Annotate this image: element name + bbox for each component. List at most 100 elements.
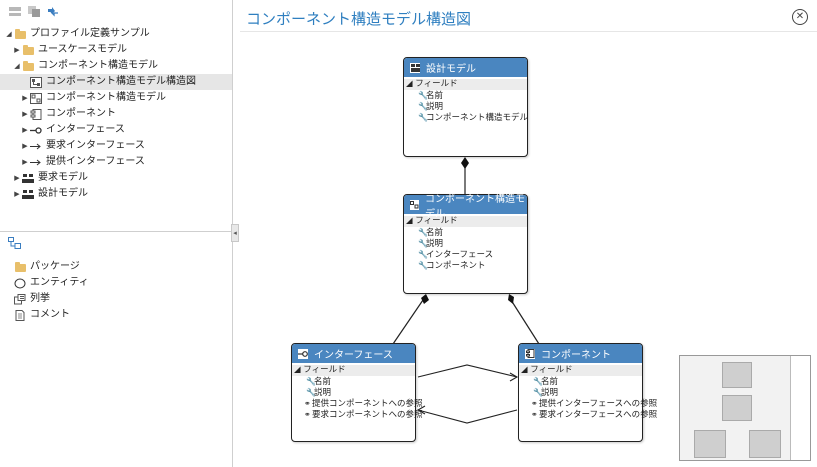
reference-connector[interactable] (417, 364, 518, 378)
minimap-node (722, 362, 752, 388)
tree-item-component[interactable]: ▶ コンポーネント (0, 106, 232, 122)
field-row[interactable]: 🔧インターフェース (404, 249, 527, 260)
class-design-model[interactable]: 設計モデル ◢ フィールド 🔧名前 🔧説明 🔧コンポーネント構造モデル (403, 57, 528, 157)
page-title: コンポーネント構造モデル構造図 (246, 10, 472, 28)
composition-diamond-icon (421, 294, 429, 304)
field-section[interactable]: ◢ フィールド (404, 79, 527, 90)
interface-icon (30, 125, 42, 136)
tree-item-provided-interface[interactable]: ▶ 提供インターフェース (0, 154, 232, 170)
comment-icon (14, 309, 26, 321)
composition-connector[interactable] (510, 299, 540, 345)
chevron-right-icon[interactable]: ▶ (14, 190, 20, 198)
class-component[interactable]: コンポーネント ◢ フィールド 🔧名前 🔧説明 ⚭提供インターフェースへの参照 … (518, 343, 657, 442)
folder-icon (22, 45, 34, 56)
wrench-icon: 🔧 (418, 250, 428, 259)
tree-item-root[interactable]: ◢ プロファイル定義サンプル (0, 26, 232, 42)
connector-layer (392, 157, 540, 424)
field-row[interactable]: 🔧説明 (404, 238, 527, 249)
field-row[interactable]: ⚭提供インターフェースへの参照 (519, 398, 657, 409)
palette-item-package[interactable]: パッケージ (14, 259, 89, 275)
class-interface[interactable]: インターフェース ◢ フィールド 🔧名前 🔧説明 ⚭提供コンポーネントへの参照 … (291, 343, 423, 442)
field-section[interactable]: ◢ フィールド (292, 365, 415, 376)
arrowhead-icon (509, 372, 519, 382)
field-label: 説明 (314, 388, 332, 398)
tree-item-label: ユースケースモデル (38, 44, 127, 55)
class-name: インターフェース (314, 350, 393, 361)
tree-item-interface[interactable]: ▶ インターフェース (0, 122, 232, 138)
folder-icon (22, 61, 34, 72)
field-row[interactable]: ⚭提供コンポーネントへの参照 (292, 398, 423, 409)
field-row[interactable]: 🔧コンポーネント構造モデル (404, 112, 528, 123)
wrench-icon: 🔧 (533, 377, 543, 386)
field-row[interactable]: 🔧名前 (404, 90, 527, 101)
class-header[interactable]: 設計モデル (404, 58, 527, 77)
chevron-right-icon[interactable]: ▶ (22, 142, 28, 150)
reference-connector[interactable] (417, 409, 518, 424)
composition-connector[interactable] (392, 299, 424, 345)
field-row[interactable]: 🔧名前 (519, 376, 642, 387)
diagram-canvas[interactable]: 設計モデル ◢ フィールド 🔧名前 🔧説明 🔧コンポーネント構造モデル コンポー… (233, 0, 817, 467)
palette-icon[interactable] (8, 237, 21, 252)
class-header[interactable]: インターフェース (292, 344, 415, 363)
field-row[interactable]: 🔧コンポーネント (404, 260, 527, 271)
field-row[interactable]: 🔧名前 (292, 376, 415, 387)
close-icon[interactable]: ✕ (792, 9, 808, 25)
chevron-right-icon[interactable]: ▶ (22, 94, 28, 102)
chevron-right-icon[interactable]: ▶ (22, 126, 28, 134)
chevron-right-icon[interactable]: ▶ (14, 46, 20, 54)
arrow-right-icon (30, 141, 42, 152)
wrench-icon: 🔧 (418, 228, 428, 237)
folder-icon (14, 262, 26, 273)
class-component-structure-model[interactable]: コンポーネント構造モデル ◢ フィールド 🔧名前 🔧説明 🔧インターフェース 🔧… (403, 194, 528, 294)
wrench-icon: 🔧 (306, 388, 316, 397)
wrench-icon: 🔧 (306, 377, 316, 386)
field-section[interactable]: ◢ フィールド (519, 365, 642, 376)
panel-divider[interactable] (0, 231, 232, 232)
class-header[interactable]: コンポーネント (519, 344, 642, 363)
palette-item-entity[interactable]: エンティティ (14, 275, 89, 291)
tree-item-component-structure-model[interactable]: ▶ コンポーネント構造モデル (0, 90, 232, 106)
field-row[interactable]: 🔧名前 (404, 227, 527, 238)
panel-collapse-handle[interactable]: ◂ (231, 224, 239, 242)
field-row[interactable]: ⚭要求コンポーネントへの参照 (292, 409, 423, 420)
collapse-all-icon[interactable] (8, 5, 21, 17)
enumeration-icon (14, 293, 26, 305)
tree-item-component-structure-model-folder[interactable]: ◢ コンポーネント構造モデル (0, 58, 232, 74)
field-section[interactable]: ◢ フィールド (404, 216, 527, 227)
minimap-node (722, 395, 752, 421)
palette-item-enumeration[interactable]: 列挙 (14, 291, 89, 307)
field-row[interactable]: 🔧説明 (292, 387, 415, 398)
chevron-right-icon[interactable]: ▶ (22, 158, 28, 166)
chevron-down-icon: ◢ (406, 79, 413, 89)
tree-item-requirement-model[interactable]: ▶ 要求モデル (0, 170, 232, 186)
palette-item-comment[interactable]: コメント (14, 307, 89, 323)
tree-item-design-model[interactable]: ▶ 設計モデル (0, 186, 232, 202)
copy-icon[interactable] (27, 5, 40, 17)
chevron-right-icon[interactable]: ▶ (14, 174, 20, 182)
minimap-node (694, 430, 726, 458)
field-row[interactable]: 🔧説明 (404, 101, 527, 112)
tree-item-label: プロファイル定義サンプル (30, 28, 150, 39)
chevron-down-icon[interactable]: ◢ (6, 30, 12, 38)
tree-item-usecase-model[interactable]: ▶ ユースケースモデル (0, 42, 232, 58)
chevron-down-icon[interactable]: ◢ (14, 62, 20, 70)
reference-link-icon: ⚭ (531, 410, 538, 419)
tree-item-required-interface[interactable]: ▶ 要求インターフェース (0, 138, 232, 154)
field-label: 要求コンポーネントへの参照 (312, 410, 423, 420)
field-row[interactable]: 🔧説明 (519, 387, 642, 398)
reference-link-icon: ⚭ (531, 399, 538, 408)
wrench-icon: 🔧 (418, 239, 428, 248)
chevron-right-icon[interactable]: ▶ (22, 110, 28, 118)
field-row[interactable]: ⚭要求インターフェースへの参照 (519, 409, 657, 420)
link-icon[interactable] (46, 5, 59, 17)
model-grid-icon (22, 173, 34, 184)
class-header[interactable]: コンポーネント構造モデル (404, 194, 527, 220)
field-label: 名前 (426, 91, 444, 101)
field-label: 説明 (541, 388, 559, 398)
tree-item-structure-diagram[interactable]: コンポーネント構造モデル構造図 (0, 74, 232, 90)
class-name: コンポーネント構造モデル (425, 193, 525, 220)
diagram-minimap[interactable] (679, 355, 811, 461)
arrow-right-icon (30, 157, 42, 168)
diagram-icon (30, 76, 42, 88)
component-icon (525, 348, 535, 359)
